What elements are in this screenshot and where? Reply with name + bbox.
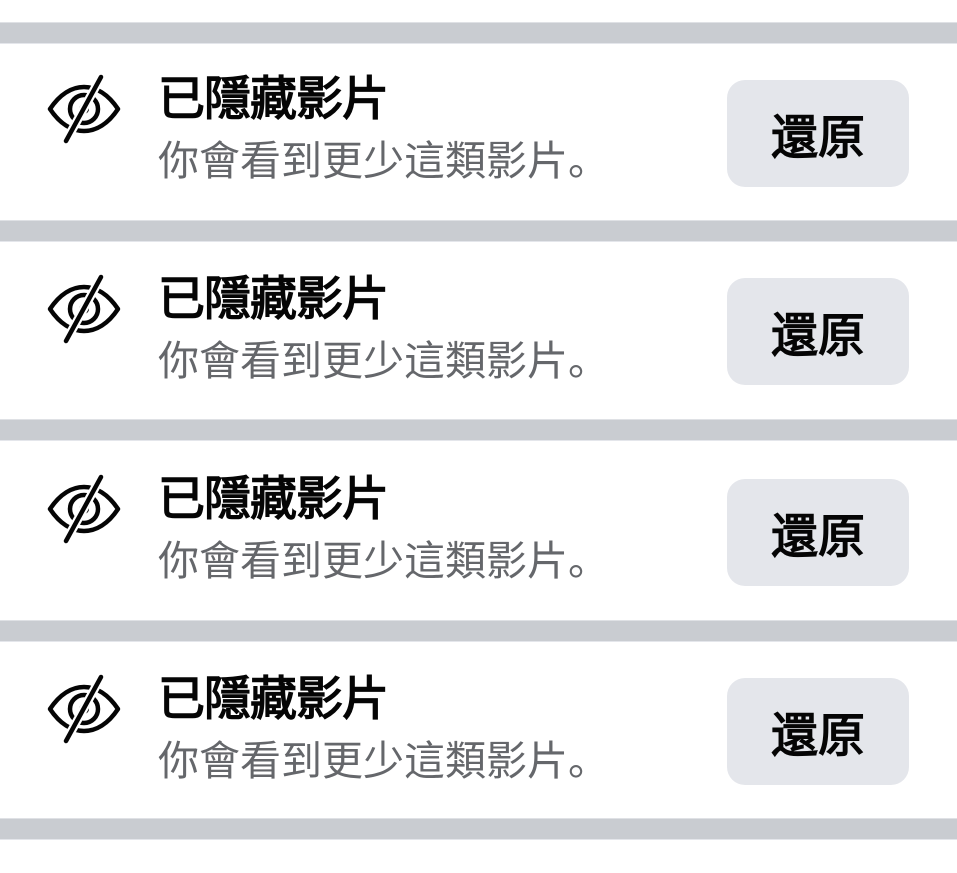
item-subtitle: 你會看到更少這類影片。 bbox=[158, 137, 609, 185]
divider bbox=[0, 419, 957, 441]
undo-button[interactable]: 還原 bbox=[727, 479, 909, 586]
divider bbox=[0, 22, 957, 44]
hidden-video-item: 已隱藏影片 你會看到更少這類影片。 還原 bbox=[0, 44, 957, 220]
undo-button[interactable]: 還原 bbox=[727, 278, 909, 385]
item-title: 已隱藏影片 bbox=[158, 272, 389, 327]
item-title: 已隱藏影片 bbox=[158, 672, 389, 727]
eye-slash-icon bbox=[47, 274, 121, 344]
hidden-video-item: 已隱藏影片 你會看到更少這類影片。 還原 bbox=[0, 441, 957, 617]
undo-button[interactable]: 還原 bbox=[727, 678, 909, 785]
eye-slash-icon bbox=[47, 74, 121, 144]
item-subtitle: 你會看到更少這類影片。 bbox=[158, 737, 609, 785]
divider bbox=[0, 818, 957, 840]
item-subtitle: 你會看到更少這類影片。 bbox=[158, 337, 609, 385]
hidden-video-item: 已隱藏影片 你會看到更少這類影片。 還原 bbox=[0, 242, 957, 418]
eye-slash-icon bbox=[47, 474, 121, 544]
undo-button[interactable]: 還原 bbox=[727, 80, 909, 187]
eye-slash-icon bbox=[47, 674, 121, 744]
item-subtitle: 你會看到更少這類影片。 bbox=[158, 537, 609, 585]
divider bbox=[0, 220, 957, 242]
item-title: 已隱藏影片 bbox=[158, 72, 389, 127]
hidden-video-item: 已隱藏影片 你會看到更少這類影片。 還原 bbox=[0, 642, 957, 818]
divider bbox=[0, 620, 957, 642]
item-title: 已隱藏影片 bbox=[158, 472, 389, 527]
